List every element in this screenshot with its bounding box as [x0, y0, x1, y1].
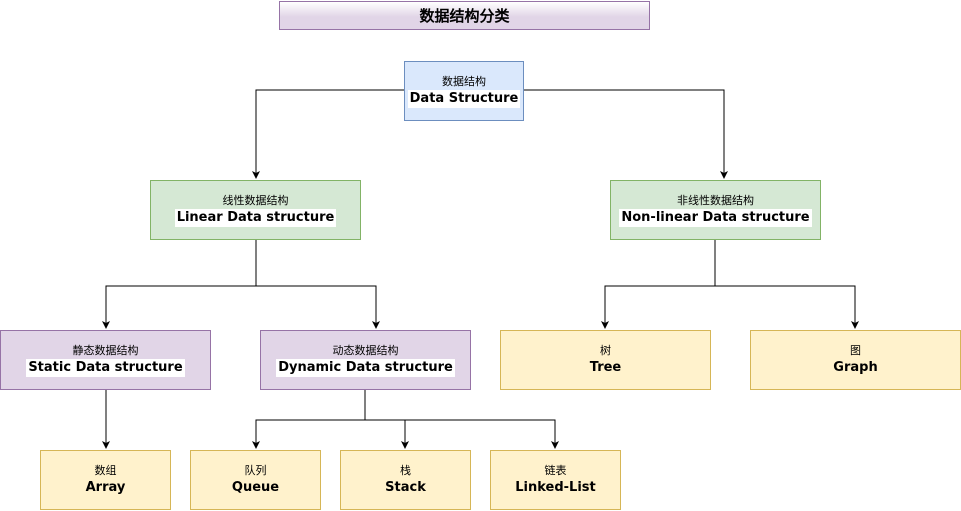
- node-static-data-structure: 静态数据结构 Static Data structure: [0, 330, 211, 390]
- node-label-cn: 静态数据结构: [72, 344, 139, 357]
- node-label-en: Data Structure: [407, 90, 521, 108]
- node-graph: 图 Graph: [750, 330, 961, 390]
- node-stack: 栈 Stack: [340, 450, 471, 510]
- node-label-cn: 数组: [94, 464, 117, 477]
- edge-dynamic-queue: [252, 390, 366, 449]
- diagram-title: 数据结构分类: [279, 1, 650, 30]
- node-label-en: Linear Data structure: [174, 209, 337, 227]
- node-label-cn: 非线性数据结构: [677, 194, 754, 207]
- node-label-en: Tree: [589, 360, 622, 375]
- edge-linear-static: [102, 240, 257, 329]
- node-label-en: Graph: [833, 360, 878, 375]
- edge-nonlinear-tree: [601, 240, 716, 329]
- node-linear-data-structure: 线性数据结构 Linear Data structure: [150, 180, 361, 240]
- node-label-en: Non-linear Data structure: [619, 209, 812, 227]
- node-tree: 树 Tree: [500, 330, 711, 390]
- node-data-structure: 数据结构 Data Structure: [404, 61, 524, 121]
- node-queue: 队列 Queue: [190, 450, 321, 510]
- node-label-cn: 动态数据结构: [332, 344, 399, 357]
- node-linked-list: 链表 Linked-List: [490, 450, 621, 510]
- node-label-en: Linked-List: [515, 480, 596, 495]
- node-label-en: Stack: [385, 480, 426, 495]
- edge-root-linear: [252, 89, 404, 179]
- node-label-cn: 树: [600, 344, 611, 357]
- node-dynamic-data-structure: 动态数据结构 Dynamic Data structure: [260, 330, 471, 390]
- node-label-en: Dynamic Data structure: [276, 359, 455, 377]
- edge-root-nonlinear: [524, 89, 728, 179]
- node-label-cn: 图: [850, 344, 861, 357]
- node-label-cn: 数据结构: [442, 75, 486, 88]
- node-label-cn: 链表: [544, 464, 567, 477]
- edge-linear-dynamic: [256, 285, 380, 329]
- edge-nonlinear-graph: [715, 285, 859, 329]
- edge-dynamic-stack: [365, 419, 409, 449]
- node-array: 数组 Array: [40, 450, 171, 510]
- edge-dynamic-linkedlist: [405, 419, 559, 449]
- node-label-en: Static Data structure: [26, 359, 185, 377]
- node-nonlinear-data-structure: 非线性数据结构 Non-linear Data structure: [610, 180, 821, 240]
- node-label-cn: 队列: [244, 464, 267, 477]
- node-label-en: Array: [85, 480, 126, 495]
- node-label-en: Queue: [231, 480, 280, 495]
- node-label-cn: 栈: [400, 464, 411, 477]
- node-label-cn: 线性数据结构: [222, 194, 289, 207]
